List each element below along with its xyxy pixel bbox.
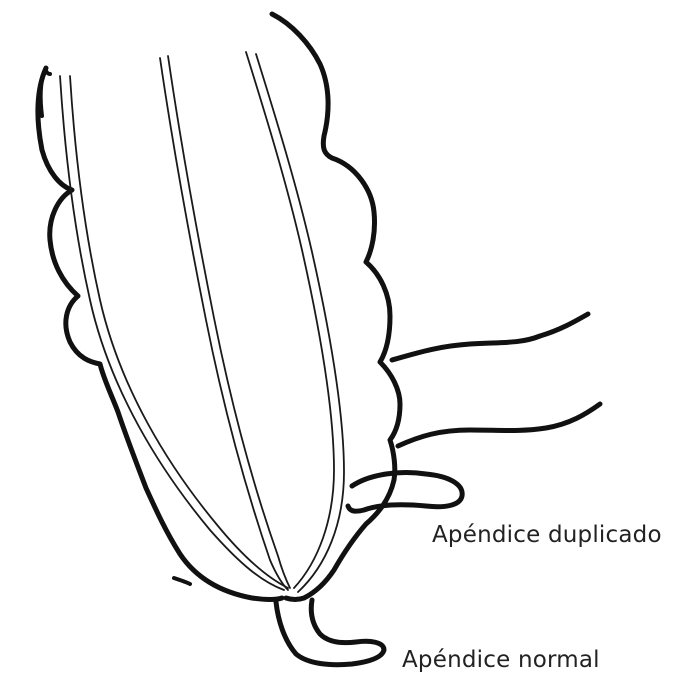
- cecum-left-outline: [38, 68, 282, 600]
- cecum-right-outline: [272, 14, 400, 600]
- cecum-left-top-edge: [41, 72, 44, 116]
- taenia-left-inner: [70, 76, 288, 588]
- ileum-lower-wall: [398, 404, 600, 446]
- duplicated-appendix-label: Apéndice duplicado: [432, 522, 662, 548]
- duplicated-appendix: [348, 473, 462, 512]
- taenia-left-outer: [60, 76, 284, 590]
- stray-mark: [174, 578, 190, 584]
- cecum-left-inner-line: [46, 70, 50, 74]
- normal-appendix-label: Apéndice normal: [402, 647, 600, 673]
- ileum-upper-wall: [392, 314, 588, 360]
- taenia-right-outer: [246, 52, 334, 588]
- normal-appendix: [276, 600, 384, 665]
- taenia-middle-outer: [160, 58, 288, 590]
